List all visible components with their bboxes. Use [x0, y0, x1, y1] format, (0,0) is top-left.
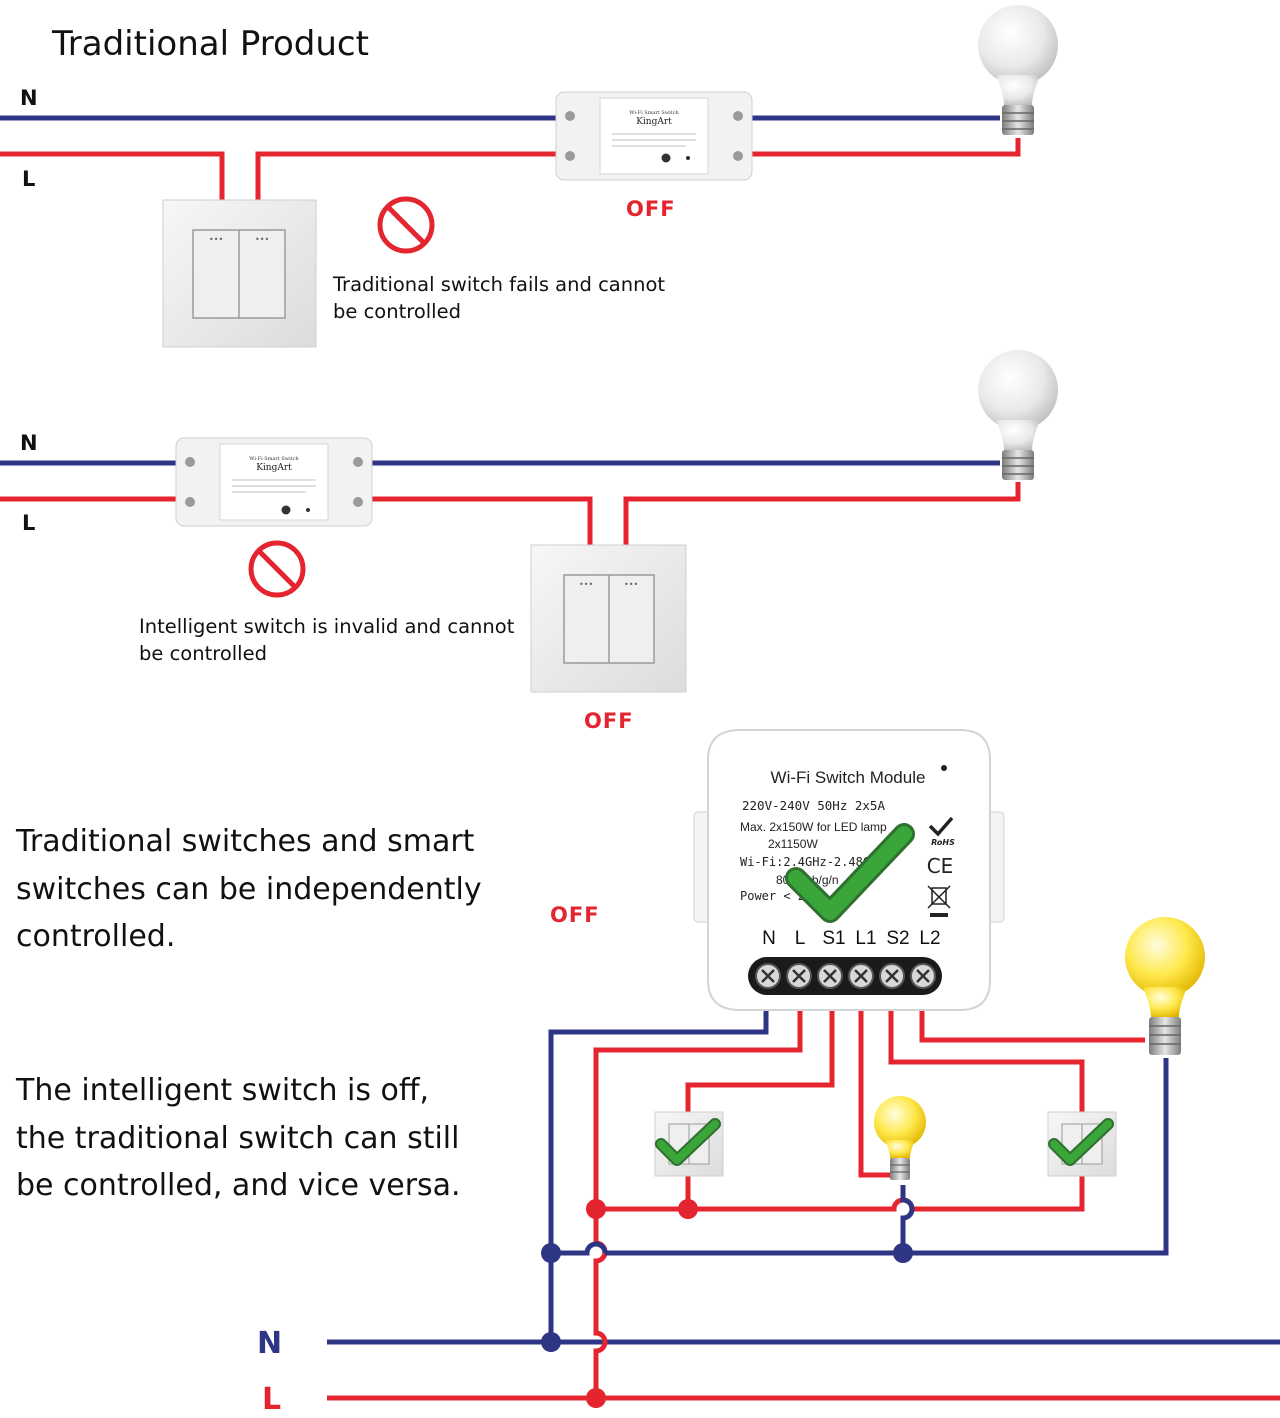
terminal-label-l2: L2 — [919, 928, 940, 949]
neutral-wire — [900, 1185, 915, 1253]
panel1-note: Traditional switch fails and cannot be c… — [333, 273, 666, 323]
s2-wire — [888, 982, 1085, 1112]
no-symbol — [377, 196, 435, 254]
panel-2: Wi-Fi Smart Switch KingArt ••• ••• — [0, 350, 1058, 693]
light-bulb-on — [874, 1096, 926, 1180]
terminal-label-n: N — [762, 928, 776, 949]
weee-bin-icon — [927, 885, 951, 917]
check-icon — [928, 816, 954, 837]
terminal-label-l1: L1 — [855, 928, 876, 949]
live-wire — [623, 482, 1021, 545]
terminal-screw — [786, 963, 812, 989]
module-spec-1: 220V-240V 50Hz 2x5A — [742, 798, 885, 813]
relay-button — [281, 505, 291, 515]
relay-button — [661, 153, 671, 163]
module-spec-4: Wi-Fi:2.4GHz-2.48GHz — [740, 855, 885, 869]
neutral-wire — [551, 1241, 608, 1256]
wifi-switch-module: Wi-Fi Switch Module 220V-240V 50Hz 2x5A … — [693, 729, 1005, 1011]
relay-caption: Wi-Fi Smart Switch — [249, 456, 299, 462]
relay-brand: KingArt — [256, 463, 292, 473]
svg-text:•••: ••• — [624, 580, 638, 589]
description-text-1: Traditional switches and smart switches … — [16, 824, 482, 954]
relay-caption: Wi-Fi Smart Switch — [629, 110, 679, 116]
module-spec-3: 2x1150W — [768, 837, 818, 851]
light-bulb-off — [978, 5, 1058, 135]
light-bulb-off — [978, 350, 1058, 480]
live-wire — [912, 1176, 1085, 1212]
state-label: OFF — [584, 709, 634, 733]
terminal-screw — [848, 963, 874, 989]
terminal-label-s2: S2 — [886, 928, 909, 949]
neutral-label: N — [20, 431, 38, 455]
terminal-screw — [817, 963, 843, 989]
terminal-screw — [879, 963, 905, 989]
light-bulb-on — [1125, 917, 1205, 1055]
rohs-label: RoHS — [931, 838, 955, 847]
terminal-label-l: L — [795, 928, 806, 949]
panel2-note: Intelligent switch is invalid and cannot… — [139, 615, 515, 665]
panel-3: Wi-Fi Switch Module 220V-240V 50Hz 2x5A … — [327, 729, 1280, 1408]
junction-dot — [678, 1199, 698, 1219]
no-symbol — [248, 540, 306, 598]
junction-dot — [541, 1332, 561, 1352]
status-led — [941, 765, 947, 771]
svg-text:•••: ••• — [255, 235, 269, 244]
junction-dot — [586, 1388, 606, 1408]
wall-switch-s1 — [654, 1111, 724, 1177]
terminal-screws — [755, 963, 936, 989]
terminal-screw — [910, 963, 936, 989]
wall-switch-s2 — [1047, 1111, 1117, 1177]
neutral-label: N — [20, 86, 38, 110]
live-label: L — [22, 167, 36, 191]
module-title: Wi-Fi Switch Module — [771, 768, 926, 787]
smart-relay: Wi-Fi Smart Switch KingArt — [175, 437, 373, 527]
wall-switch: ••• ••• — [162, 199, 317, 348]
page-title: Traditional Product — [52, 24, 369, 64]
smart-relay: Wi-Fi Smart Switch KingArt — [555, 91, 753, 181]
svg-text:•••: ••• — [209, 235, 223, 244]
junction-dot — [541, 1243, 561, 1263]
svg-text:•••: ••• — [579, 580, 593, 589]
live-wire — [596, 1197, 915, 1212]
live-wire — [593, 982, 803, 1398]
terminal-screw — [755, 963, 781, 989]
wall-switch: ••• ••• — [530, 544, 687, 693]
main-neutral-label: N — [257, 1326, 283, 1361]
state-label: OFF — [550, 903, 600, 927]
module-spec-2: Max. 2x150W for LED lamp — [740, 820, 887, 834]
description-text-2: The intelligent switch is off, the tradi… — [16, 1073, 461, 1203]
module-spec-6: Power < 2W — [740, 889, 813, 903]
main-live-label: L — [262, 1382, 282, 1417]
junction-dot — [893, 1243, 913, 1263]
ce-label: CE — [927, 854, 954, 878]
s1-wire — [685, 982, 835, 1112]
panel-1: ••• ••• Wi-Fi Smart Switch KingArt — [0, 5, 1058, 348]
neutral-wire — [605, 1058, 1169, 1256]
live-wire — [0, 151, 225, 200]
live-label: L — [22, 511, 36, 535]
junction-dot — [586, 1199, 606, 1219]
terminal-label-s1: S1 — [822, 928, 845, 949]
relay-brand: KingArt — [636, 117, 672, 127]
state-label: OFF — [626, 197, 676, 221]
